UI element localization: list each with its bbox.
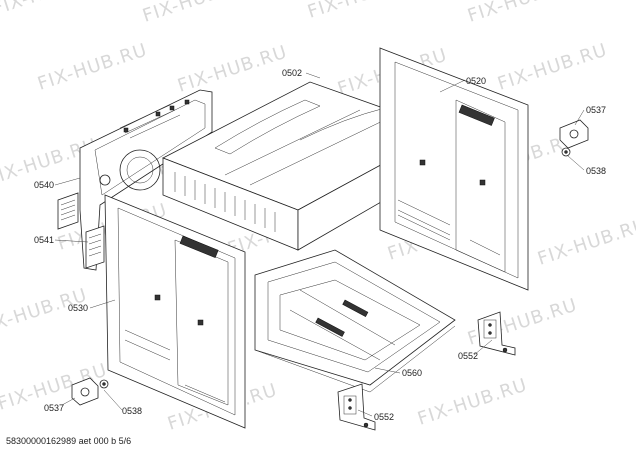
watermark: FIX-HUB.RU: [535, 215, 636, 270]
label-0552: 0552: [458, 351, 478, 361]
right-side-panel-0520[interactable]: [379, 47, 529, 291]
watermark: FIX-HUB.RU: [465, 0, 580, 27]
document-footer: 58300000162989 aet 000 b 5/6: [6, 436, 131, 446]
hinge-bracket-0552-bottom[interactable]: [337, 383, 376, 431]
label-0538: 0538: [122, 406, 142, 416]
label-0540: 0540: [34, 180, 54, 190]
watermark: FIX-HUB.RU: [0, 0, 105, 20]
part-labels: 0502 0520 0537 0538 0540 0541 0530 0560 …: [34, 68, 606, 422]
bracket-0537-right[interactable]: [559, 119, 589, 149]
left-side-panel-0530[interactable]: [104, 194, 246, 429]
bracket-0537-left[interactable]: [71, 377, 99, 406]
watermark: FIX-HUB.RU: [35, 40, 150, 95]
watermark: FIX-HUB.RU: [175, 42, 290, 97]
label-0537: 0537: [586, 105, 606, 115]
watermark: FIX-HUB.RU: [305, 0, 420, 23]
label-0502: 0502: [282, 68, 302, 78]
label-0537: 0537: [44, 403, 64, 413]
vent-cover-0541[interactable]: [57, 192, 105, 269]
watermark: FIX-HUB.RU: [140, 0, 255, 27]
leader-lines: [54, 72, 585, 417]
label-0560: 0560: [402, 368, 422, 378]
label-0541: 0541: [34, 235, 54, 245]
label-0530: 0530: [68, 303, 88, 313]
label-0520: 0520: [466, 76, 486, 86]
rear-panel-0540[interactable]: [79, 89, 213, 271]
bottom-tray-0560[interactable]: [254, 249, 456, 393]
watermark: FIX-HUB.RU: [495, 40, 610, 95]
clip-0538-left[interactable]: [99, 379, 109, 389]
vent-slots: [174, 172, 276, 232]
label-0552: 0552: [374, 412, 394, 422]
watermark: FIX-HUB.RU: [415, 375, 530, 430]
label-0538: 0538: [586, 166, 606, 176]
clip-0538-right[interactable]: [561, 147, 571, 157]
